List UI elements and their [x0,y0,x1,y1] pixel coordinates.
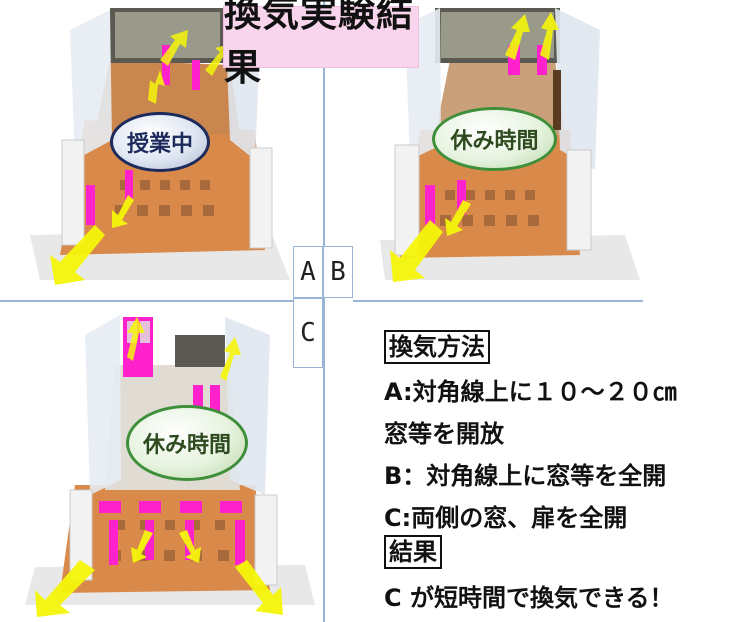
result-text: C が短時間で換気できる！ [384,584,674,612]
horizontal-divider-right [353,300,643,302]
panel-label-c: C [293,298,323,368]
method-line-a2: 窓等を開放 [384,420,504,448]
oval-label-b: 休み時間 [432,107,557,171]
method-line-c: C:両側の窓、扉を全開 [384,504,628,532]
page-title: 換気実験結果 [223,0,419,89]
method-line-b: B：対角線上に窓等を全開 [384,462,667,490]
panel-label-b: B [323,246,353,298]
oval-label-c: 休み時間 [126,405,248,481]
panel-label-a: A [293,246,323,298]
result-heading: 結果 [384,535,442,569]
method-heading: 換気方法 [384,330,490,364]
vertical-divider [323,0,325,622]
method-line-a: A:対角線上に１０～２０㎝ [384,378,677,406]
horizontal-divider-left [0,300,300,302]
oval-label-a: 授業中 [110,112,210,172]
